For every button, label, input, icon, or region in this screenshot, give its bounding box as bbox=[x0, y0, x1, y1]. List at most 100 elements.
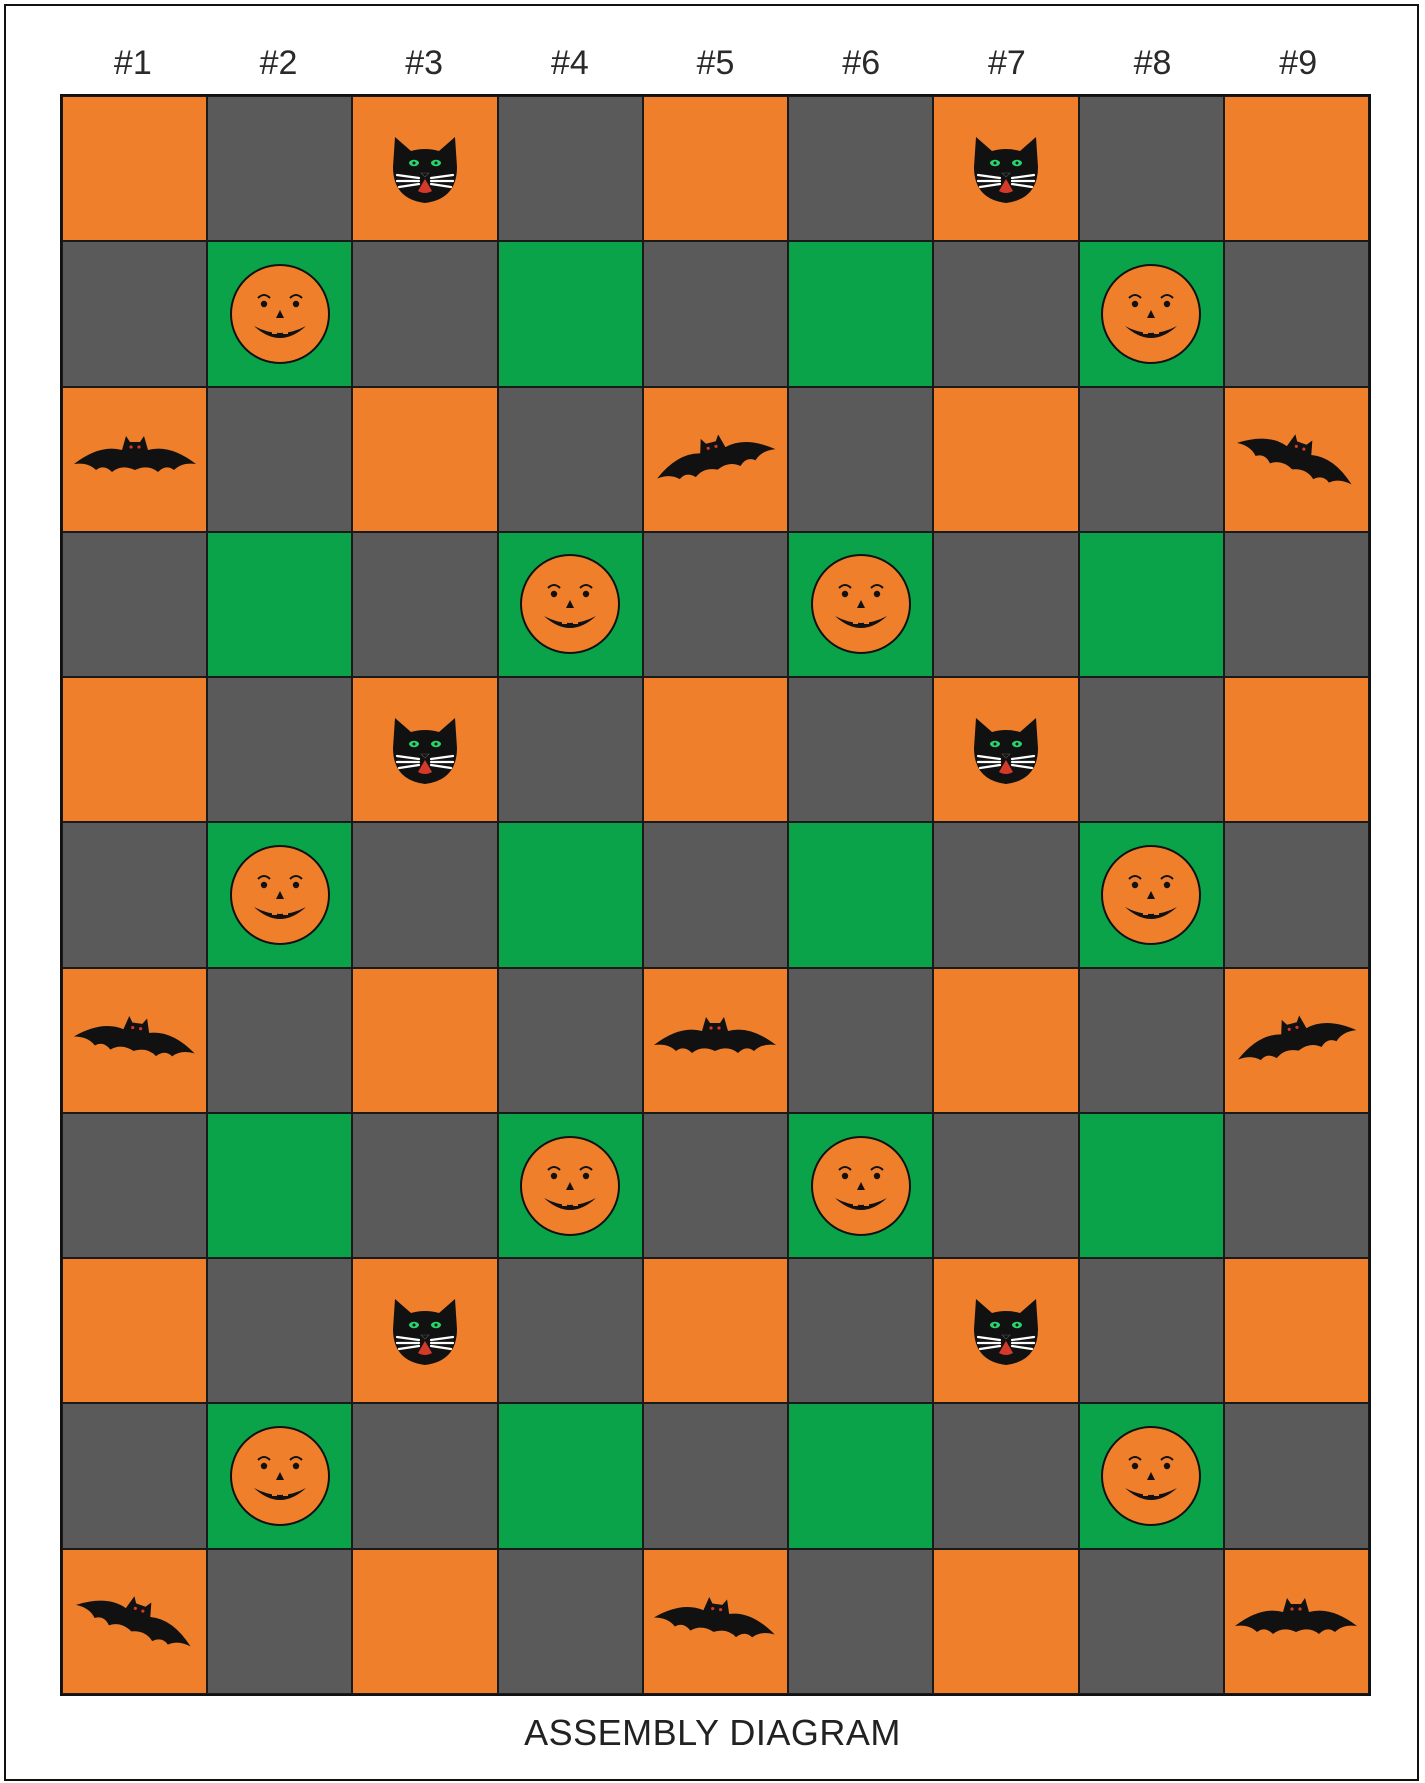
block-r9-c4 bbox=[498, 1258, 643, 1403]
block-r5-c5 bbox=[643, 677, 788, 822]
block-r8-c5 bbox=[643, 1113, 788, 1258]
column-label: #1 bbox=[60, 36, 206, 90]
block-r6-c7 bbox=[933, 822, 1078, 967]
block-r8-c9 bbox=[1224, 1113, 1369, 1258]
bat-icon bbox=[70, 1576, 200, 1666]
block-r6-c1 bbox=[62, 822, 207, 967]
block-r3-c8 bbox=[1079, 387, 1224, 532]
block-r1-c8 bbox=[1079, 96, 1224, 241]
block-r1-c1 bbox=[62, 96, 207, 241]
block-r4-c7 bbox=[933, 532, 1078, 677]
block-r9-c8 bbox=[1079, 1258, 1224, 1403]
block-r7-c9 bbox=[1224, 968, 1369, 1113]
block-r8-c1 bbox=[62, 1113, 207, 1258]
block-r4-c9 bbox=[1224, 532, 1369, 677]
block-r1-c4 bbox=[498, 96, 643, 241]
block-r5-c3 bbox=[352, 677, 497, 822]
block-r11-c3 bbox=[352, 1549, 497, 1694]
bat-icon bbox=[1231, 995, 1361, 1085]
block-r11-c4 bbox=[498, 1549, 643, 1694]
block-r7-c8 bbox=[1079, 968, 1224, 1113]
bat-icon bbox=[650, 995, 780, 1085]
column-label: #2 bbox=[206, 36, 352, 90]
block-r7-c5 bbox=[643, 968, 788, 1113]
block-r6-c6 bbox=[788, 822, 933, 967]
block-r6-c8 bbox=[1079, 822, 1224, 967]
block-r9-c6 bbox=[788, 1258, 933, 1403]
column-label: #5 bbox=[643, 36, 789, 90]
column-headers: #1#2#3#4#5#6#7#8#9 bbox=[60, 36, 1371, 90]
block-r2-c7 bbox=[933, 241, 1078, 386]
block-r6-c9 bbox=[1224, 822, 1369, 967]
block-r4-c1 bbox=[62, 532, 207, 677]
block-r1-c7 bbox=[933, 96, 1078, 241]
block-r3-c3 bbox=[352, 387, 497, 532]
column-label: #4 bbox=[497, 36, 643, 90]
diagram-caption: ASSEMBLY DIAGRAM bbox=[0, 1712, 1425, 1754]
block-r2-c1 bbox=[62, 241, 207, 386]
block-r10-c8 bbox=[1079, 1403, 1224, 1548]
block-r5-c7 bbox=[933, 677, 1078, 822]
block-r5-c4 bbox=[498, 677, 643, 822]
block-r10-c4 bbox=[498, 1403, 643, 1548]
bat-icon bbox=[1231, 414, 1361, 504]
block-r2-c4 bbox=[498, 241, 643, 386]
pumpkin-icon bbox=[228, 843, 332, 947]
block-r10-c9 bbox=[1224, 1403, 1369, 1548]
pumpkin-icon bbox=[1099, 1424, 1203, 1528]
block-r2-c9 bbox=[1224, 241, 1369, 386]
block-r1-c6 bbox=[788, 96, 933, 241]
block-r5-c2 bbox=[207, 677, 352, 822]
block-r8-c7 bbox=[933, 1113, 1078, 1258]
cat-face-icon bbox=[966, 1291, 1046, 1371]
block-r1-c2 bbox=[207, 96, 352, 241]
block-r7-c3 bbox=[352, 968, 497, 1113]
block-r7-c6 bbox=[788, 968, 933, 1113]
block-r5-c9 bbox=[1224, 677, 1369, 822]
block-r7-c2 bbox=[207, 968, 352, 1113]
block-r10-c2 bbox=[207, 1403, 352, 1548]
block-r6-c3 bbox=[352, 822, 497, 967]
block-r6-c4 bbox=[498, 822, 643, 967]
block-r7-c4 bbox=[498, 968, 643, 1113]
block-r9-c2 bbox=[207, 1258, 352, 1403]
block-r3-c5 bbox=[643, 387, 788, 532]
block-r4-c4 bbox=[498, 532, 643, 677]
block-r6-c2 bbox=[207, 822, 352, 967]
block-r11-c5 bbox=[643, 1549, 788, 1694]
block-r7-c1 bbox=[62, 968, 207, 1113]
block-r2-c2 bbox=[207, 241, 352, 386]
bat-icon bbox=[70, 414, 200, 504]
block-r3-c7 bbox=[933, 387, 1078, 532]
pumpkin-icon bbox=[1099, 262, 1203, 366]
pumpkin-icon bbox=[809, 552, 913, 656]
pumpkin-icon bbox=[228, 262, 332, 366]
block-r9-c7 bbox=[933, 1258, 1078, 1403]
block-r4-c3 bbox=[352, 532, 497, 677]
block-r11-c1 bbox=[62, 1549, 207, 1694]
pumpkin-icon bbox=[1099, 843, 1203, 947]
block-r2-c8 bbox=[1079, 241, 1224, 386]
block-r5-c1 bbox=[62, 677, 207, 822]
block-r4-c6 bbox=[788, 532, 933, 677]
block-r8-c3 bbox=[352, 1113, 497, 1258]
bat-icon bbox=[1231, 1576, 1361, 1666]
block-r6-c5 bbox=[643, 822, 788, 967]
block-r8-c8 bbox=[1079, 1113, 1224, 1258]
block-r9-c1 bbox=[62, 1258, 207, 1403]
column-label: #3 bbox=[351, 36, 497, 90]
block-r2-c3 bbox=[352, 241, 497, 386]
block-r5-c8 bbox=[1079, 677, 1224, 822]
block-r7-c7 bbox=[933, 968, 1078, 1113]
column-label: #6 bbox=[788, 36, 934, 90]
pumpkin-icon bbox=[518, 552, 622, 656]
block-r11-c8 bbox=[1079, 1549, 1224, 1694]
bat-icon bbox=[70, 995, 200, 1085]
pumpkin-icon bbox=[518, 1134, 622, 1238]
column-label: #8 bbox=[1080, 36, 1226, 90]
block-r9-c9 bbox=[1224, 1258, 1369, 1403]
block-r8-c4 bbox=[498, 1113, 643, 1258]
block-r11-c7 bbox=[933, 1549, 1078, 1694]
cat-face-icon bbox=[385, 129, 465, 209]
block-r3-c1 bbox=[62, 387, 207, 532]
